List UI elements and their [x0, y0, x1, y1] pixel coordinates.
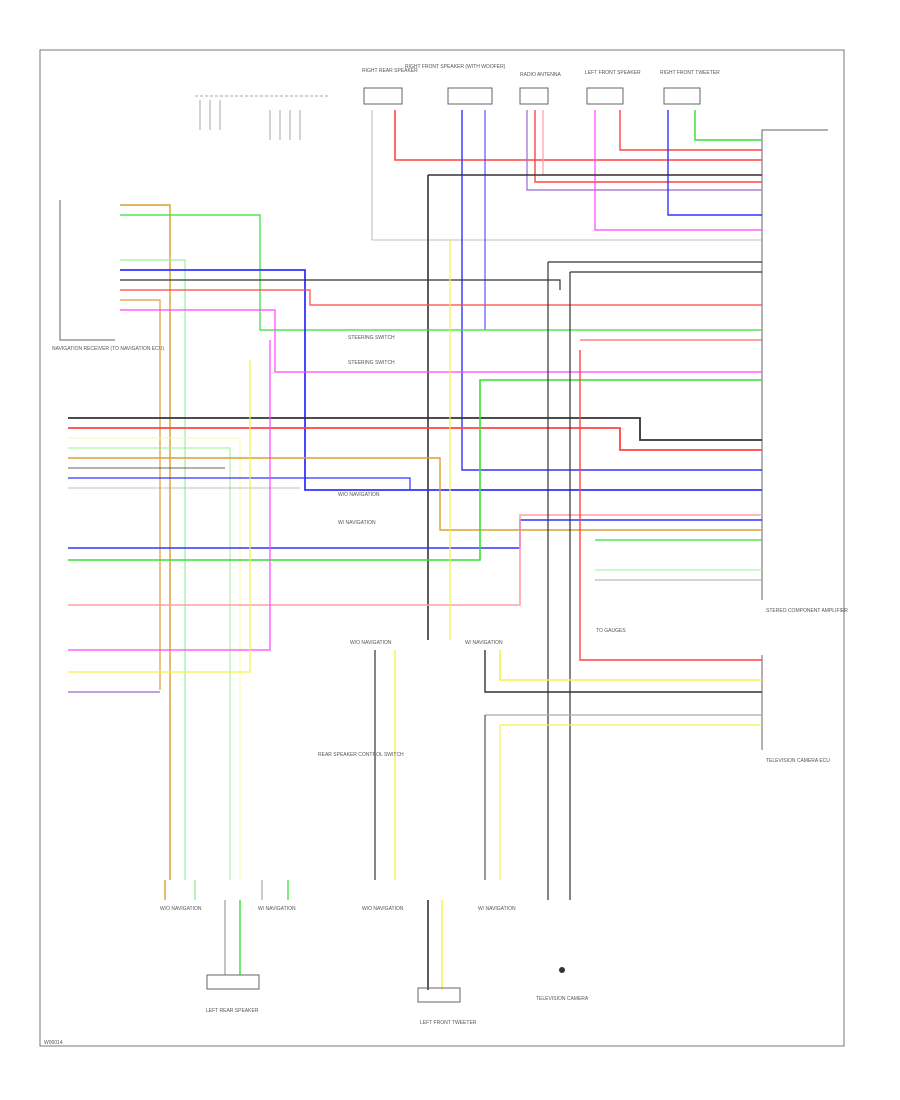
top-connector-radio-antenna: RADIO ANTENNA [519, 72, 562, 105]
wire [120, 259, 186, 880]
wire [499, 650, 762, 681]
center-switch-label: REAR SPEAKER CONTROL SWITCH [318, 752, 404, 758]
wire [68, 457, 762, 531]
top-connector-rr-speaker: RIGHT REAR SPEAKER [362, 68, 418, 105]
right-module-outline [761, 129, 828, 750]
svg-text:RIGHT REAR SPEAKER: RIGHT REAR SPEAKER [362, 68, 418, 74]
diagram-frame [39, 49, 845, 1047]
center-junction-2: W/ NAVIGATION [465, 640, 503, 646]
wire [68, 519, 762, 549]
wire [68, 477, 411, 490]
wire [68, 379, 762, 561]
right-module-label: STEREO COMPONENT AMPLIFIER [766, 608, 848, 614]
wire [120, 289, 762, 306]
wire [667, 110, 762, 216]
wire-group [68, 110, 762, 990]
wire [461, 110, 762, 471]
bottom-lf-tweeter: LEFT FRONT TWEETER [417, 987, 477, 1026]
bottom-junction-1: W/O NAVIGATION [160, 906, 202, 912]
wire [594, 110, 762, 231]
splice-steering-2: STEERING SWITCH [348, 360, 395, 366]
svg-text:TELEVISION CAMERA: TELEVISION CAMERA [536, 996, 589, 1002]
svg-text:LEFT REAR SPEAKER: LEFT REAR SPEAKER [206, 1008, 259, 1014]
wire [484, 650, 762, 693]
svg-text:LEFT FRONT TWEETER: LEFT FRONT TWEETER [420, 1020, 477, 1026]
wire [68, 340, 271, 651]
right-module-2-label: TELEVISION CAMERA ECU [766, 758, 830, 764]
wire [68, 514, 762, 606]
center-junction-1: W/O NAVIGATION [350, 640, 392, 646]
wire [534, 110, 762, 183]
wire [394, 110, 762, 161]
bottom-lr-speaker: LEFT REAR SPEAKER [206, 974, 260, 1014]
wire [120, 279, 561, 290]
bottom-tv-camera: TELEVISION CAMERA [536, 967, 589, 1002]
wire [526, 110, 762, 191]
junction-label-1: W/O NAVIGATION [338, 492, 380, 498]
wire [68, 447, 231, 880]
junction-label-2: W/ NAVIGATION [338, 520, 376, 526]
top-connector-lf-speaker: LEFT FRONT SPEAKER [585, 70, 641, 105]
svg-text:RADIO ANTENNA: RADIO ANTENNA [520, 72, 562, 78]
wire [68, 427, 762, 451]
left-module-label: NAVIGATION RECEIVER (TO NAVIGATION ECU) [52, 346, 164, 352]
wire [68, 417, 762, 441]
wire [120, 299, 161, 690]
svg-text:LEFT FRONT SPEAKER: LEFT FRONT SPEAKER [585, 70, 641, 76]
bottom-junction-2: W/ NAVIGATION [258, 906, 296, 912]
left-module-outline [59, 200, 115, 341]
svg-text:RIGHT FRONT TWEETER: RIGHT FRONT TWEETER [660, 70, 720, 76]
wire [120, 309, 762, 373]
wire [619, 110, 762, 151]
splice-steering-1: STEERING SWITCH [348, 335, 395, 341]
wire [579, 350, 762, 661]
wire [694, 110, 762, 141]
top-connector-rf-tweeter: RIGHT FRONT TWEETER [660, 70, 720, 105]
wire [68, 360, 251, 673]
wire [542, 110, 762, 176]
wire [120, 204, 171, 880]
wire [120, 214, 762, 331]
bottom-junction-4: W/ NAVIGATION [478, 906, 516, 912]
svg-text:RIGHT FRONT SPEAKER (WITH WOOF: RIGHT FRONT SPEAKER (WITH WOOFER) [405, 64, 506, 70]
wire [68, 437, 241, 880]
bottom-junction-3: W/O NAVIGATION [362, 906, 404, 912]
figure-id: W00014 [44, 1040, 63, 1046]
splice-gauges: TO GAUGES [596, 628, 626, 634]
top-left-stubs [195, 95, 330, 140]
wire [120, 269, 762, 491]
top-connector-rf-speaker: RIGHT FRONT SPEAKER (WITH WOOFER) [405, 64, 506, 105]
wire [371, 110, 762, 241]
